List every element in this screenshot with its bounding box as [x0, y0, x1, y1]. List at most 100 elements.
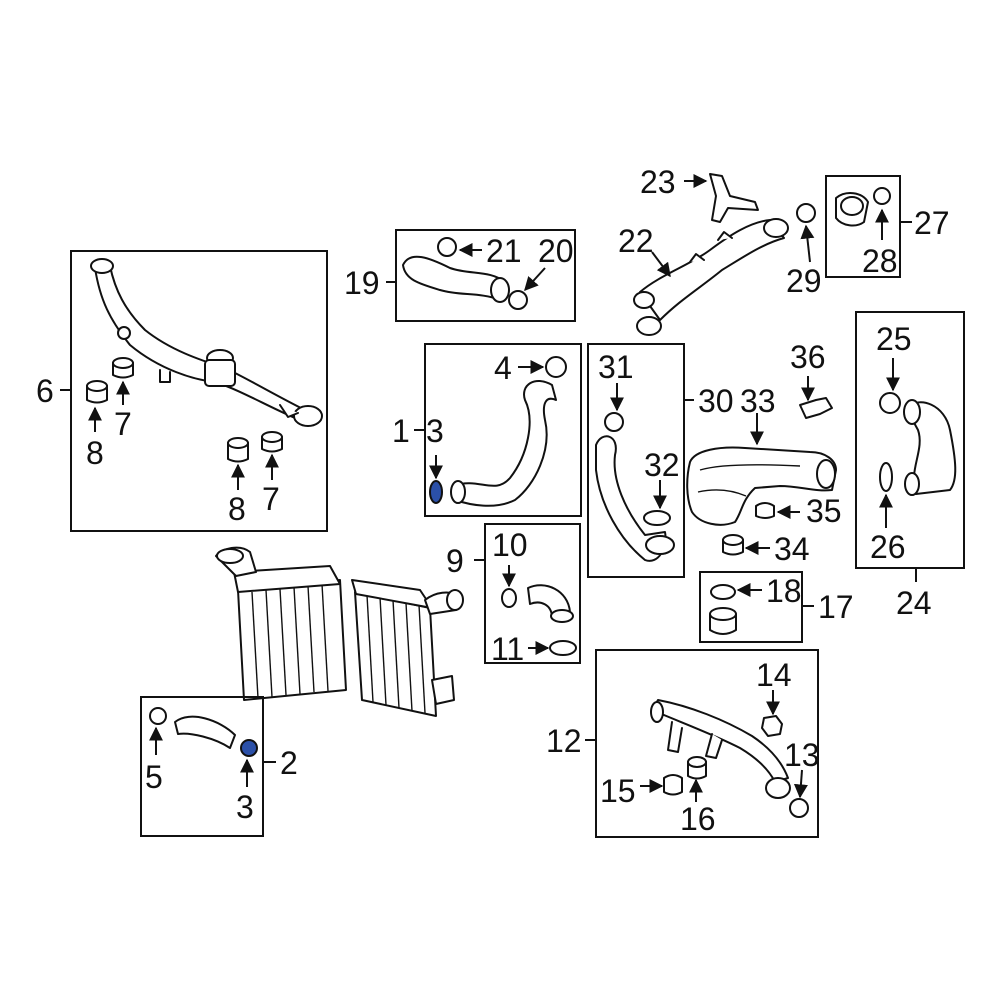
fin	[251, 591, 259, 699]
clamp-21-shape	[437, 237, 457, 257]
callout-28: 28	[862, 243, 898, 279]
callout-16: 16	[680, 801, 716, 837]
fin	[366, 594, 374, 703]
group-30-hose-kit[interactable]	[587, 343, 694, 578]
part-22-intake-pipe[interactable]	[633, 218, 789, 336]
clamp-5-shape	[149, 707, 167, 725]
nut-15-shape	[663, 774, 683, 796]
callout-5: 5	[145, 759, 163, 795]
callout-14: 14	[756, 657, 792, 693]
pipe-6-mount	[117, 326, 131, 340]
seal-10-shape	[501, 588, 517, 608]
nut-35-shape	[755, 502, 775, 519]
pipe-6-shape	[94, 265, 306, 419]
clamp-4-shape	[545, 356, 567, 378]
group-27-hose-kit[interactable]	[825, 175, 912, 278]
arrow-22	[651, 251, 671, 278]
callout-17: 17	[818, 589, 854, 625]
callout-25: 25	[876, 321, 912, 357]
housing-33-port	[816, 459, 836, 489]
arrow-20	[524, 267, 546, 292]
clamp-25-shape	[879, 392, 901, 414]
pipe-22-tab	[689, 253, 705, 263]
fin	[307, 585, 315, 693]
pipe-6-bracket	[279, 404, 299, 418]
intercooler-left-inlet-end	[216, 548, 244, 564]
intercooler-right[interactable]	[351, 579, 464, 717]
part-7-bushing-lower[interactable]	[261, 431, 283, 453]
group-12-coolant-pipe[interactable]	[585, 649, 819, 838]
callout-1: 1	[392, 413, 410, 449]
intercooler-left[interactable]	[215, 546, 347, 701]
fin	[405, 602, 413, 712]
callout-15: 15	[600, 773, 636, 809]
housing-33-rib	[699, 464, 801, 471]
pipe-22-shape	[639, 219, 785, 321]
clamp-26-shape	[879, 462, 893, 492]
group-1-hose-kit[interactable]	[414, 343, 582, 517]
callout-34: 34	[774, 531, 810, 567]
intercooler-left-tank	[233, 565, 341, 593]
callout-26: 26	[870, 529, 906, 565]
pipe-12-bracket-2	[705, 733, 723, 759]
callout-18: 18	[766, 573, 802, 609]
part-35-nut[interactable]	[755, 502, 775, 519]
part-15-nut[interactable]	[663, 774, 683, 796]
callout-13: 13	[784, 737, 820, 773]
group-17-sleeve-kit[interactable]	[699, 571, 814, 643]
part-33-intake-housing[interactable]	[686, 446, 837, 526]
callout-3b: 3	[236, 789, 254, 825]
bushing-7a-top	[112, 357, 134, 369]
callout-10: 10	[492, 527, 528, 563]
clamp-11-shape	[549, 640, 577, 656]
group-6-coolant-pipe[interactable]	[60, 250, 328, 532]
callout-30: 30	[698, 383, 734, 419]
group-9-box	[484, 523, 581, 664]
part-29-clamp[interactable]	[796, 203, 816, 223]
part-16-bushing[interactable]	[687, 756, 707, 780]
group-24-hose-kit[interactable]	[855, 311, 965, 582]
fin	[265, 589, 273, 698]
part-36-sensor[interactable]	[799, 397, 833, 419]
sensor-14-shape	[761, 715, 783, 737]
group-19-hose-kit[interactable]	[386, 229, 576, 322]
part-34-bushing[interactable]	[722, 534, 744, 556]
pipe-22-end-lower-a	[633, 291, 655, 309]
part-8-bushing-upper[interactable]	[86, 380, 108, 404]
callout-24: 24	[896, 585, 932, 621]
pipe-6-end-top	[90, 258, 114, 274]
part-23-bracket[interactable]	[709, 173, 759, 223]
hose-1-shape	[454, 380, 557, 507]
seal-3-lower	[240, 739, 258, 757]
seal-3-upper	[429, 480, 443, 504]
arrow-13	[793, 769, 808, 799]
callout-2: 2	[280, 745, 298, 781]
callout-35: 35	[806, 493, 842, 529]
elbow-9-end	[550, 609, 574, 623]
hose-24-shape	[905, 401, 957, 495]
pipe-22-end-lower-b	[636, 316, 662, 336]
callout-23: 23	[640, 164, 676, 200]
group-9-hose-kit[interactable]	[474, 523, 581, 664]
callout-8b: 8	[228, 491, 246, 527]
fin	[279, 588, 287, 696]
part-7-bushing-upper[interactable]	[112, 357, 134, 379]
callout-11: 11	[491, 631, 524, 667]
fin	[293, 586, 301, 695]
fin	[321, 583, 329, 692]
group-19-box	[395, 229, 576, 322]
callout-32: 32	[644, 447, 680, 483]
fin	[379, 596, 387, 706]
hose-2-shape	[174, 715, 236, 749]
group-2-hose-kit[interactable]	[140, 696, 276, 837]
pipe-6-junction	[204, 359, 236, 387]
part-8-bushing-lower[interactable]	[227, 437, 249, 463]
callout-9: 9	[446, 543, 464, 579]
bushing-7b-top	[261, 431, 283, 443]
fin	[418, 604, 426, 714]
callout-8a: 8	[86, 435, 104, 471]
group-12-box	[595, 649, 819, 838]
part-14-sensor[interactable]	[761, 715, 783, 737]
bushing-8b-top	[227, 437, 249, 449]
